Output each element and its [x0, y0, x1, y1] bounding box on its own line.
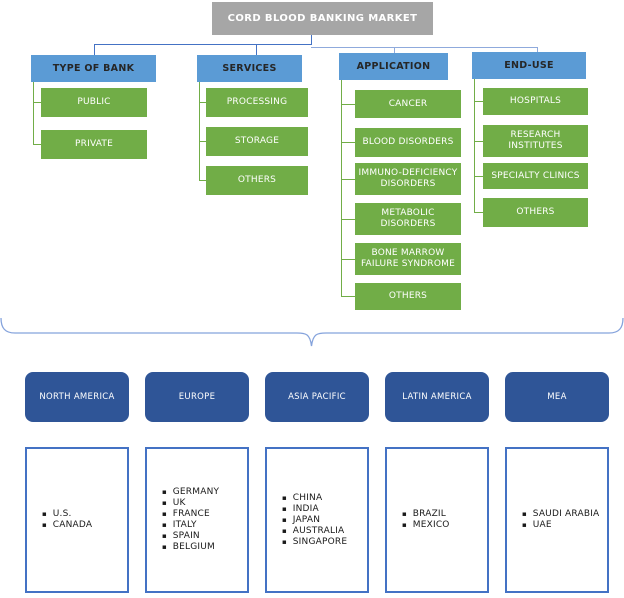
segment-item-private: PRIVATE	[41, 130, 147, 159]
segment-item-storage: STORAGE	[206, 127, 308, 156]
country-item: ▪SPAIN	[162, 531, 200, 541]
region-header-latin-america: LATIN AMERICA	[385, 372, 489, 422]
segment-column-type-of-bank: TYPE OF BANK PUBLIC PRIVATE	[31, 55, 156, 165]
country-item: ▪ITALY	[162, 520, 197, 530]
segment-item-research-institutes: RESEARCH INSTITUTES	[483, 125, 588, 157]
tree-tick	[474, 101, 483, 102]
tree-tick	[341, 219, 355, 220]
segment-item-immuno-deficiency-disorders: IMMUNO-DEFICIENCY DISORDERS	[355, 163, 461, 195]
segment-item-others-services: OTHERS	[206, 166, 308, 195]
country-item: ▪FRANCE	[162, 509, 210, 519]
tree-line	[33, 82, 34, 145]
country-item: ▪SAUDI ARABIA	[522, 509, 600, 519]
region-header-mea: MEA	[505, 372, 609, 422]
segment-item-blood-disorders: BLOOD DISORDERS	[355, 128, 461, 157]
bullet-icon: ▪	[402, 510, 407, 518]
tree-tick	[341, 142, 355, 143]
connector-drop-services	[256, 44, 257, 55]
country-item: ▪UK	[162, 498, 186, 508]
segment-item-others-end-use: OTHERS	[483, 198, 588, 227]
country-item: ▪BRAZIL	[402, 509, 447, 519]
bullet-icon: ▪	[522, 510, 527, 518]
tree-tick	[341, 296, 355, 297]
segment-item-specialty-clinics: SPECIALTY CLINICS	[483, 163, 588, 189]
segment-column-services: SERVICES PROCESSING STORAGE OTHERS	[197, 55, 312, 200]
segment-column-end-use: END-USE HOSPITALS RESEARCH INSTITUTES SP…	[472, 52, 588, 232]
tree-tick	[199, 102, 206, 103]
segment-column-application: APPLICATION CANCER BLOOD DISORDERS IMMUN…	[339, 53, 461, 313]
connector-root-stem	[311, 35, 312, 44]
region-countries-europe: ▪GERMANY ▪UK ▪FRANCE ▪ITALY ▪SPAIN ▪BELG…	[145, 447, 249, 593]
region-header-asia-pacific: ASIA PACIFIC	[265, 372, 369, 422]
tree-line	[474, 79, 475, 213]
country-item: ▪AUSTRALIA	[282, 525, 345, 536]
region-countries-north-america: ▪U.S. ▪CANADA	[25, 447, 129, 593]
segment-item-cancer: CANCER	[355, 90, 461, 118]
segment-item-others-application: OTHERS	[355, 283, 461, 310]
country-item: ▪INDIA	[282, 503, 319, 514]
tree-line	[199, 82, 200, 181]
tree-tick	[341, 104, 355, 105]
tree-tick	[199, 180, 206, 181]
tree-tick	[33, 102, 42, 103]
region-countries-asia-pacific: ▪CHINA ▪INDIA ▪JAPAN ▪AUSTRALIA ▪SINGAPO…	[265, 447, 369, 593]
segment-item-metabolic-disorders: METABOLIC DISORDERS	[355, 203, 461, 235]
bullet-icon: ▪	[522, 521, 527, 529]
bullet-icon: ▪	[282, 515, 287, 524]
country-item: ▪SINGAPORE	[282, 536, 348, 547]
segment-header-application: APPLICATION	[339, 53, 448, 80]
bullet-icon: ▪	[402, 521, 407, 529]
segment-item-processing: PROCESSING	[206, 88, 308, 117]
connector-horizontal-left	[94, 44, 312, 45]
segment-item-bone-marrow-failure-syndrome: BONE MARROW FAILURE SYNDROME	[355, 243, 461, 275]
bullet-icon: ▪	[282, 526, 287, 535]
bullet-icon: ▪	[162, 499, 167, 507]
bullet-icon: ▪	[282, 504, 287, 513]
country-item: ▪CANADA	[42, 520, 93, 530]
country-item: ▪UAE	[522, 520, 552, 530]
bullet-icon: ▪	[162, 532, 167, 540]
segment-item-public: PUBLIC	[41, 88, 147, 117]
tree-tick	[341, 179, 355, 180]
tree-tick	[474, 212, 483, 213]
tree-tick	[474, 176, 483, 177]
region-header-north-america: NORTH AMERICA	[25, 372, 129, 422]
segment-header-end-use: END-USE	[472, 52, 586, 79]
region-header-europe: EUROPE	[145, 372, 249, 422]
bullet-icon: ▪	[282, 537, 287, 546]
segment-header-services: SERVICES	[197, 55, 302, 82]
bullet-icon: ▪	[42, 521, 47, 529]
bullet-icon: ▪	[162, 521, 167, 529]
country-item: ▪CHINA	[282, 492, 323, 503]
connector-horizontal-right	[311, 47, 538, 48]
country-item: ▪JAPAN	[282, 514, 321, 525]
brace-connector	[0, 317, 624, 347]
connector-drop-end-use	[537, 47, 538, 52]
country-item: ▪BELGIUM	[162, 542, 216, 552]
region-countries-latin-america: ▪BRAZIL ▪MEXICO	[385, 447, 489, 593]
country-item: ▪GERMANY	[162, 487, 220, 497]
tree-tick	[33, 144, 42, 145]
segment-header-type-of-bank: TYPE OF BANK	[31, 55, 156, 82]
bullet-icon: ▪	[282, 493, 287, 502]
bullet-icon: ▪	[162, 488, 167, 496]
tree-tick	[199, 141, 206, 142]
country-item: ▪MEXICO	[402, 520, 450, 530]
region-countries-mea: ▪SAUDI ARABIA ▪UAE	[505, 447, 609, 593]
segment-item-hospitals: HOSPITALS	[483, 88, 588, 115]
tree-line	[341, 80, 342, 297]
bullet-icon: ▪	[42, 510, 47, 518]
connector-drop-application	[394, 47, 395, 53]
bullet-icon: ▪	[162, 510, 167, 518]
tree-tick	[474, 141, 483, 142]
connector-drop-type-of-bank	[94, 44, 95, 55]
tree-tick	[341, 259, 355, 260]
bullet-icon: ▪	[162, 543, 167, 551]
market-title-box: CORD BLOOD BANKING MARKET	[212, 2, 433, 35]
country-item: ▪U.S.	[42, 509, 72, 519]
